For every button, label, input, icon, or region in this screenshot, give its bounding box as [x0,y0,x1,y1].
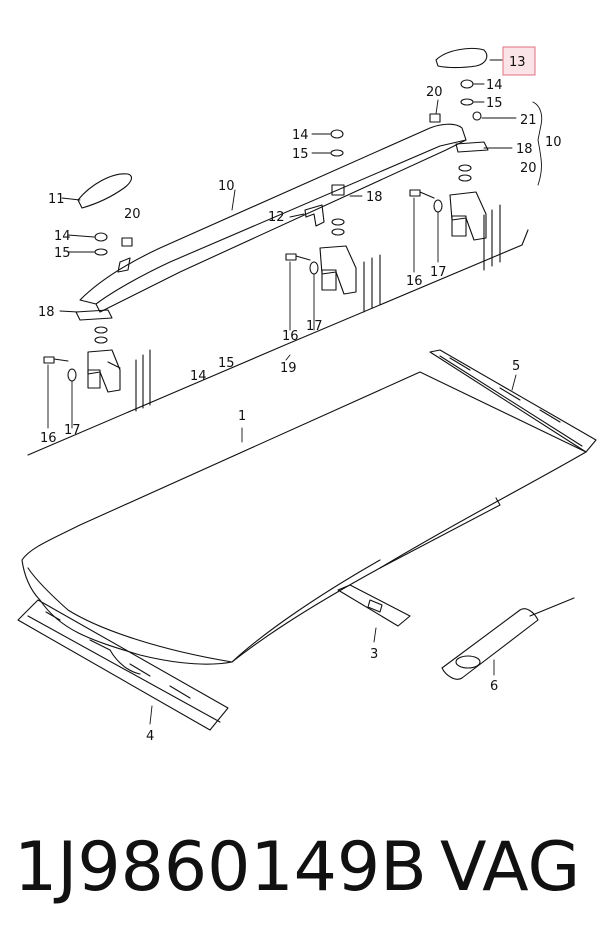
end-cap-front [77,173,133,209]
clip-front [121,237,133,247]
label-15-base[interactable]: 15 [218,356,235,371]
screw-middle [285,253,319,275]
label-20-front[interactable]: 20 [124,207,141,222]
label-12[interactable]: 12 [268,210,285,225]
roof-panel [21,371,587,665]
label-3[interactable]: 3 [370,647,378,662]
label-21[interactable]: 21 [520,113,537,128]
label-18-front[interactable]: 18 [38,305,55,320]
label-20-group[interactable]: 20 [520,161,537,176]
label-14-middle[interactable]: 14 [292,128,309,143]
label-14-rear[interactable]: 14 [486,78,503,93]
highlight-box [502,46,536,76]
label-17-rear[interactable]: 17 [430,265,447,280]
label-15-front[interactable]: 15 [54,246,71,261]
label-11[interactable]: 11 [48,192,65,207]
clip-rear [429,113,441,123]
gasket-front [75,309,113,321]
bracket-rear [449,191,487,241]
bracket-front [87,349,121,393]
cover-channel [337,584,411,627]
label-16-middle[interactable]: 16 [282,329,299,344]
screw-rear [409,189,443,213]
gasket-rear [455,141,489,153]
part-number: 1J9860149B [14,828,427,907]
label-17-middle[interactable]: 17 [306,319,323,334]
brand-name: VAG [440,828,581,907]
front-frame [17,599,229,731]
label-15-rear[interactable]: 15 [486,96,503,111]
nut-washer-rear [458,79,474,182]
parts-diagram: 1 3 4 5 6 10 10 10 11 12 13 14 14 14 14 … [17,46,597,744]
side-channel [429,349,597,453]
clip-middle [331,184,345,196]
nut-washer-front [94,232,108,344]
plug-21 [472,111,482,121]
label-19[interactable]: 19 [280,361,297,376]
caption: 1J9860149B VAG [0,808,600,928]
label-4[interactable]: 4 [146,729,154,744]
label-16-front[interactable]: 16 [40,431,57,446]
label-16-rear[interactable]: 16 [406,274,423,289]
label-17-front[interactable]: 17 [64,423,81,438]
label-14-base[interactable]: 14 [190,369,207,384]
label-10-group[interactable]: 10 [545,135,562,150]
nut-washer-middle [330,129,345,236]
label-10-rail[interactable]: 10 [218,179,235,194]
screw-front [43,356,77,382]
end-cap-rear [435,47,488,69]
label-20-rear[interactable]: 20 [426,85,443,100]
label-14-front[interactable]: 14 [54,229,71,244]
label-13[interactable]: 13 [509,55,526,70]
adhesive-tube [441,597,575,680]
bracket-middle-mount [319,245,357,295]
label-18-middle[interactable]: 18 [366,190,383,205]
bracket-12 [304,204,325,227]
roof-rail [79,123,467,313]
label-5[interactable]: 5 [512,359,520,374]
label-6[interactable]: 6 [490,679,498,694]
label-18-rear[interactable]: 18 [516,142,533,157]
leader-lines [47,59,543,725]
rail-base-plate [27,204,529,456]
label-15-middle[interactable]: 15 [292,147,309,162]
label-1[interactable]: 1 [238,409,246,424]
